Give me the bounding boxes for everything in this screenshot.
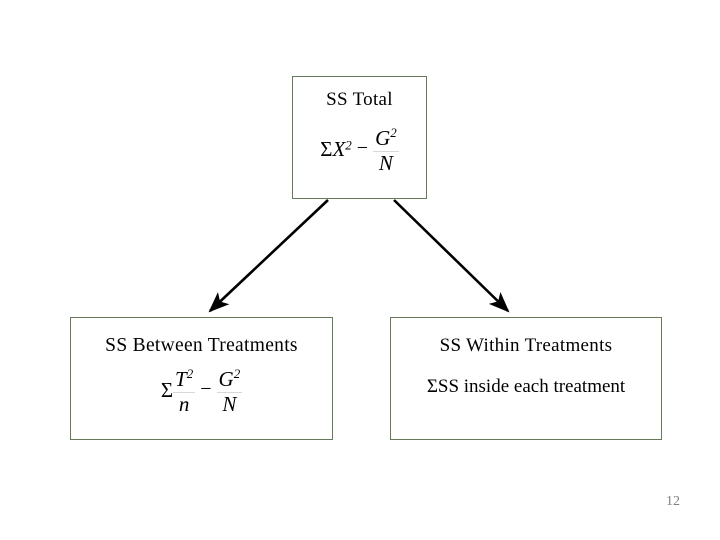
fraction-bar — [373, 150, 399, 152]
node-ss-within-treatments-description: ΣSS inside each treatment — [391, 376, 661, 398]
fraction-denominator: N — [222, 391, 237, 416]
arrow-total-to-within — [393, 199, 510, 313]
fraction-t2-over-n: T2 n — [173, 366, 196, 416]
fraction-bar — [173, 391, 196, 393]
variable-g: G — [375, 126, 391, 150]
sigma-symbol: Σ — [320, 137, 333, 161]
summation-group: Σ T2 n — [160, 366, 196, 417]
variable-x: X — [332, 137, 346, 161]
node-ss-total-title: SS Total — [326, 89, 393, 110]
exponent-two: 2 — [345, 137, 352, 153]
minus-operator: − — [200, 378, 212, 400]
node-ss-between-treatments-title: SS Between Treatments — [105, 335, 298, 356]
node-ss-total-formula: ΣX2− G2 N — [293, 125, 426, 176]
fraction-denominator: N — [378, 150, 393, 175]
node-ss-total[interactable]: SS Total ΣX2− G2 N — [292, 76, 427, 199]
variable-t: T — [175, 367, 187, 391]
fraction-denominator: n — [178, 391, 190, 416]
node-ss-between-treatments[interactable]: SS Between Treatments Σ T2 n − G2 N — [70, 317, 333, 440]
page-number: 12 — [666, 494, 680, 509]
variable-g: G — [218, 367, 234, 391]
node-ss-within-treatments[interactable]: SS Within Treatments ΣSS inside each tre… — [390, 317, 662, 440]
fraction-g2-over-n: G2 N — [373, 125, 399, 175]
description-text: SS inside each treatment — [437, 376, 626, 397]
fraction-g2-over-n: G2 N — [216, 366, 243, 416]
fraction-bar — [216, 391, 243, 393]
node-ss-within-treatments-title: SS Within Treatments — [439, 335, 613, 356]
exponent-two: 2 — [186, 366, 194, 381]
fraction-numerator: T2 — [173, 366, 195, 391]
fraction-numerator: G2 — [373, 125, 399, 150]
exponent-two: 2 — [390, 125, 397, 140]
fraction-numerator: G2 — [217, 366, 243, 391]
node-ss-between-treatments-formula: Σ T2 n − G2 N — [71, 366, 332, 417]
arrow-total-to-between — [208, 199, 329, 313]
exponent-two: 2 — [233, 366, 241, 381]
sigma-symbol: Σ — [160, 378, 174, 402]
sigma-symbol: Σ — [426, 376, 438, 397]
minus-operator: − — [356, 137, 369, 159]
